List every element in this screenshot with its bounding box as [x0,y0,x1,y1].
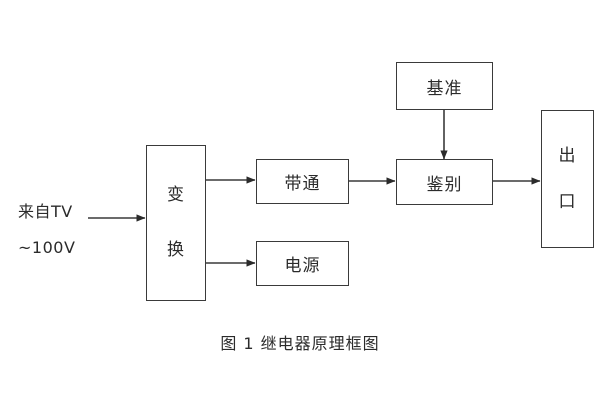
block-output[interactable]: 出 口 [541,110,594,248]
block-converter[interactable]: 变 换 [146,145,206,301]
block-output-char-1: 出 [558,145,577,166]
input-source-label-line1: 来自TV [18,202,73,221]
block-power-supply-label: 电源 [284,256,321,276]
block-converter-char-2: 换 [167,240,185,260]
block-output-char-2: 口 [558,191,577,212]
block-discriminator-label: 鉴别 [426,174,463,195]
block-reference-label: 基准 [426,78,463,99]
block-converter-char-1: 变 [167,185,185,205]
block-bandpass[interactable]: 带通 [256,159,349,204]
block-power-supply[interactable]: 电源 [256,241,349,286]
input-source-label-line2: ~100V [18,238,76,257]
block-reference[interactable]: 基准 [396,62,493,110]
figure-caption: 图 1 继电器原理框图 [220,334,380,353]
block-bandpass-label: 带通 [284,174,321,194]
block-discriminator[interactable]: 鉴别 [396,159,493,205]
